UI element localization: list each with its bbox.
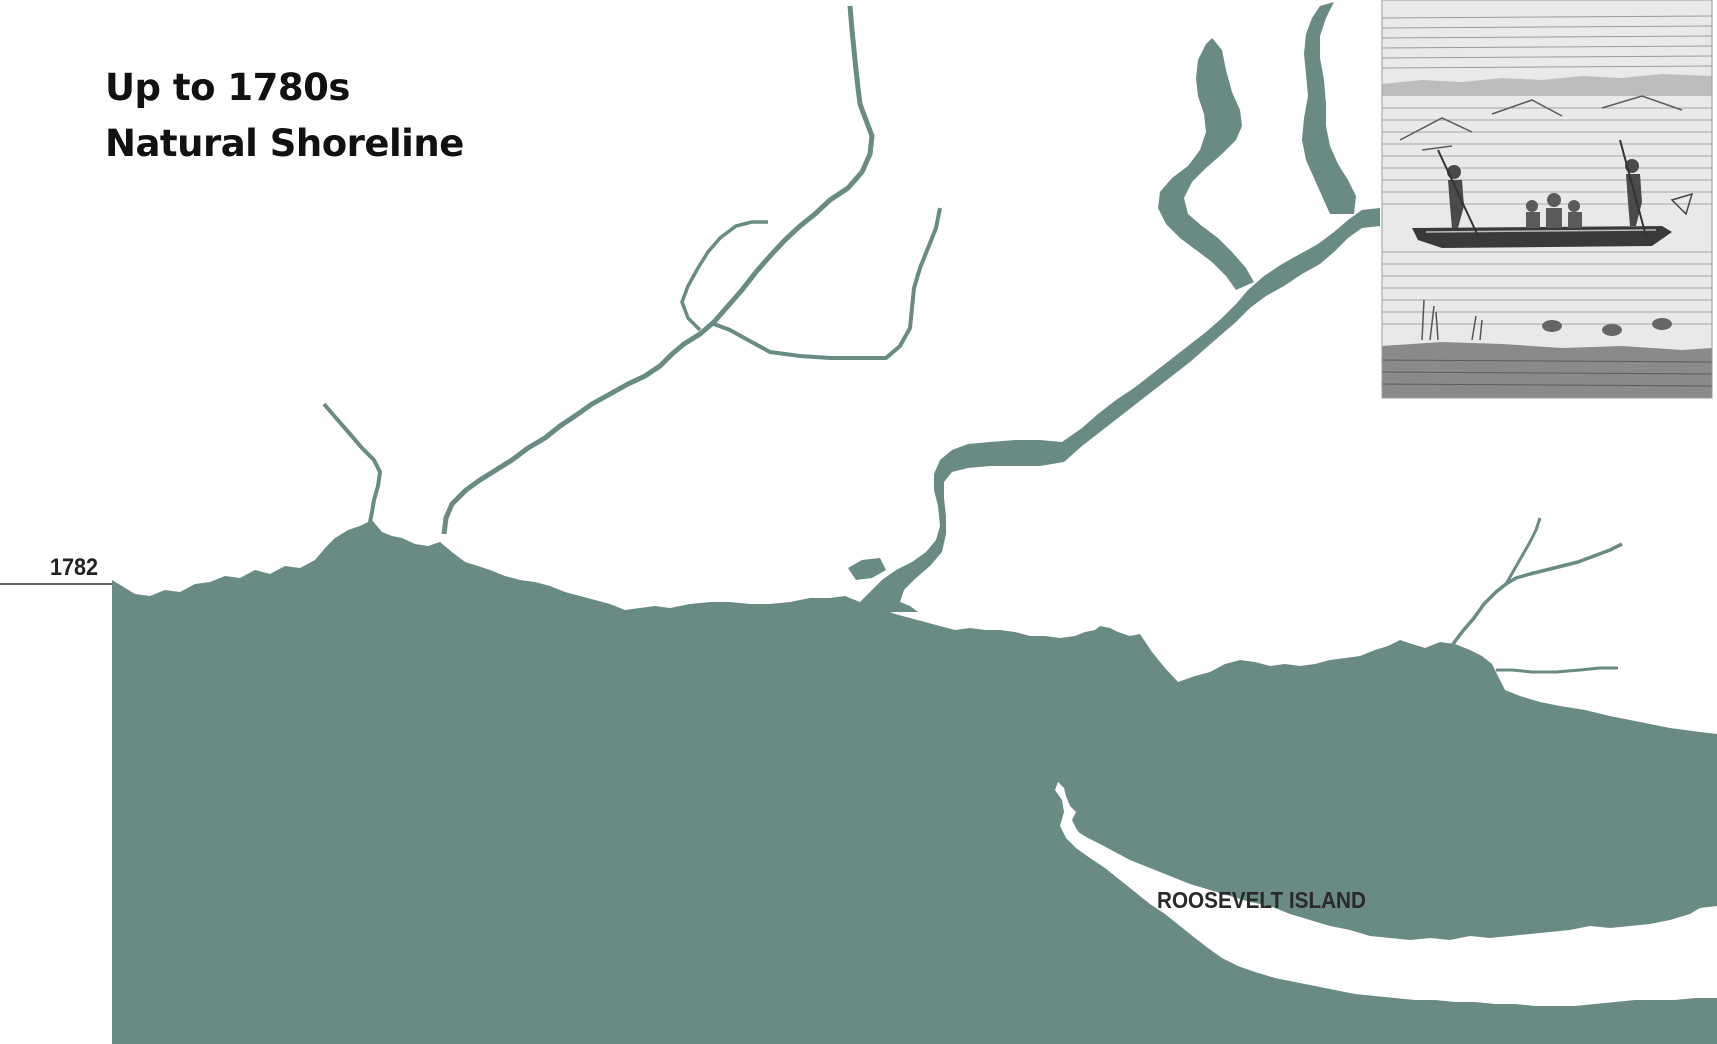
creek-central-fork (680, 220, 768, 332)
map-title-line-1: Up to 1780s (105, 66, 350, 109)
channel-east-northeast-fork (1302, 2, 1356, 214)
creek-right-north (1504, 517, 1542, 585)
creek-central-east (713, 207, 942, 360)
creek-right-east (1496, 666, 1618, 674)
map-title: Up to 1780s Natural Shoreline (105, 60, 464, 172)
creek-left (322, 402, 382, 523)
shoreline-year-label: 1782 (50, 554, 99, 581)
creek-right (1438, 542, 1623, 662)
roosevelt-island-label: ROOSEVELT ISLAND (1157, 887, 1366, 913)
inset-engraving (1381, 0, 1713, 399)
roosevelt-island (1070, 818, 1717, 1002)
channel-east (852, 208, 1380, 612)
channel-east-north-fork (1158, 38, 1254, 290)
creek-central (441, 5, 875, 535)
river-water (112, 520, 1717, 1044)
canoe (1412, 226, 1672, 248)
channel-spit (848, 558, 886, 580)
map-title-line-2: Natural Shoreline (105, 122, 464, 165)
